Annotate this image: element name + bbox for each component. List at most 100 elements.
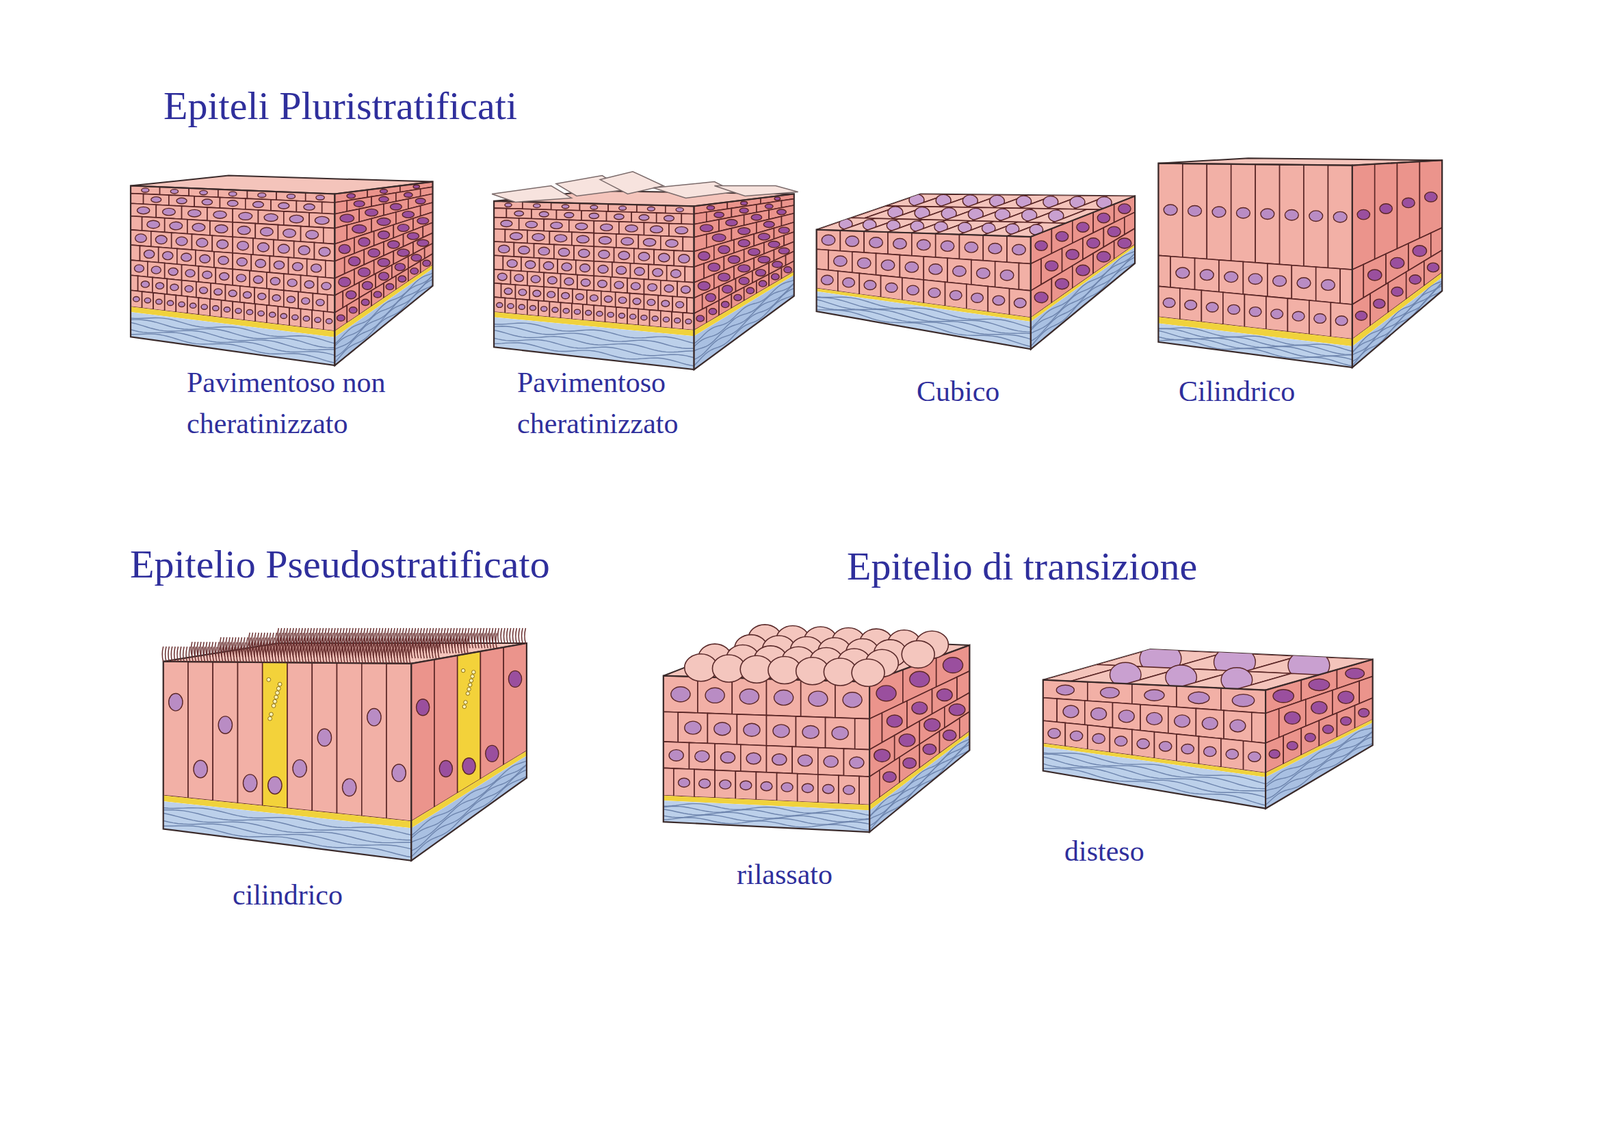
cilium [406, 648, 408, 664]
connective-tissue [816, 291, 1031, 350]
cilium [179, 646, 182, 662]
epithelial-cell [644, 294, 659, 311]
cell-nucleus [842, 277, 856, 288]
connective-tissue [1352, 277, 1442, 368]
cell-layer [1158, 163, 1353, 340]
cell-nucleus [1117, 238, 1132, 249]
connective-fill [1030, 246, 1135, 350]
cell-nucleus [783, 266, 793, 273]
cell-nucleus [1000, 270, 1014, 281]
mucus-granule [274, 694, 279, 700]
cell-nucleus [1309, 210, 1323, 222]
cilium [307, 647, 310, 663]
epithelial-cell [283, 273, 301, 293]
epithelial-cell [1176, 686, 1222, 711]
epithelial-cell [923, 256, 948, 283]
cell-nucleus [1115, 736, 1128, 746]
cell-nucleus [303, 316, 310, 321]
cell-nucleus [506, 259, 518, 267]
cell-nucleus [1201, 716, 1218, 730]
cell-nucleus [367, 707, 382, 726]
cell-nucleus [168, 693, 183, 711]
cell-nucleus [514, 210, 524, 217]
cell-nucleus [236, 257, 247, 267]
cell-nucleus [634, 267, 645, 276]
cell-nucleus [1273, 275, 1287, 287]
epithelial-cell [554, 244, 574, 260]
epithelial-cell [863, 231, 888, 254]
epithelium-label: disteso [1064, 830, 1145, 872]
cell-nucleus [508, 670, 522, 687]
cell-nucleus [181, 253, 192, 262]
cell-nucleus [518, 246, 530, 254]
epithelial-cell [493, 241, 514, 257]
epithelial-cell [859, 272, 881, 297]
cell-nucleus [1357, 209, 1370, 219]
cell-nucleus [738, 227, 751, 235]
epithelial-cell [755, 771, 777, 801]
cell-nucleus [650, 225, 663, 233]
cell-nucleus [377, 258, 390, 267]
cell-nucleus [893, 238, 908, 249]
epithelial-cell [876, 253, 901, 278]
cilium [203, 646, 206, 662]
epithelium-fill [1158, 163, 1353, 340]
cell-nucleus [1097, 251, 1111, 262]
mucus-granule [465, 691, 470, 695]
epithelial-cell [155, 204, 182, 219]
cell-nucleus [630, 313, 637, 319]
epithelial-cell [1231, 164, 1256, 263]
cell-nucleus [292, 262, 304, 271]
epithelial-cell [593, 305, 605, 323]
cell-nucleus [597, 279, 608, 288]
epithelial-cell [1006, 235, 1031, 265]
cell-nucleus [214, 224, 228, 233]
cilium [227, 647, 230, 663]
epithelial-cell [130, 203, 156, 218]
cell-nucleus [391, 764, 406, 782]
epithelial-cell [300, 274, 319, 294]
epithelial-cell [215, 267, 233, 286]
cilium [212, 646, 215, 662]
cell-nucleus [681, 285, 691, 294]
cell-nucleus [674, 318, 681, 323]
epithelial-cell [671, 311, 683, 330]
epithelial-cell [1244, 294, 1267, 330]
cell-nucleus [416, 699, 430, 716]
cell-nucleus [311, 264, 322, 273]
epithelial-cell [1195, 257, 1219, 292]
connective-tissue [869, 734, 970, 832]
cell-nucleus [1426, 262, 1439, 272]
mucus-granule [467, 687, 471, 691]
epithelial-cell [634, 248, 654, 265]
epithelial-cell [1206, 164, 1231, 262]
epithelial-cell [660, 235, 684, 252]
cell-nucleus [720, 751, 735, 764]
epithelial-cell [244, 302, 256, 322]
connective-fill [816, 291, 1031, 350]
cell-nucleus [768, 240, 780, 247]
epithelial-cell [1179, 287, 1202, 322]
cell-nucleus [1092, 733, 1105, 743]
cell-nucleus [168, 268, 178, 276]
cell-nucleus [561, 292, 570, 299]
face-outline [411, 643, 527, 861]
cell-nucleus [671, 686, 691, 702]
cell-nucleus [1174, 714, 1191, 728]
cilium [370, 647, 373, 663]
cell-nucleus [743, 723, 760, 737]
cell-nucleus [417, 239, 429, 247]
cell-nucleus [618, 251, 630, 260]
epithelial-cell [887, 231, 912, 256]
cilium [302, 647, 304, 663]
epithelial-cell [506, 208, 532, 219]
epithelial-cell [283, 211, 310, 228]
cell-nucleus [346, 290, 357, 299]
epithelial-cell [672, 296, 687, 313]
epithelial-cell [151, 231, 172, 249]
cell-nucleus [552, 307, 559, 312]
epithelial-cell [325, 260, 336, 279]
cell-nucleus [218, 256, 229, 265]
epithelial-cell [493, 255, 503, 270]
cell-nucleus [242, 774, 257, 792]
